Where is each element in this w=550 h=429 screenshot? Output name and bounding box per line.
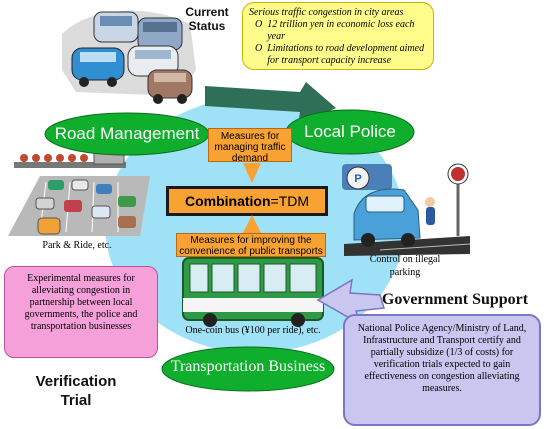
down-arrow: [243, 163, 261, 183]
status-bullet-text: Limitations to road development aimed fo…: [267, 43, 425, 66]
combination-box: Combination =TDM: [166, 186, 328, 216]
government-support-title: Government Support: [381, 291, 529, 308]
current-status-title-line2: Status: [188, 19, 226, 33]
up-arrow: [243, 215, 261, 233]
local-police-label: Local Police: [304, 122, 396, 141]
transportation-business-label: Transportation Business: [170, 358, 326, 375]
park-ride-caption: Park & Ride, etc.: [42, 240, 112, 251]
bus-caption: One-coin bus (¥100 per ride), etc.: [185, 325, 321, 336]
current-status-heading: Serious traffic congestion in city areas: [249, 7, 404, 18]
verification-title-line1: Verification: [35, 373, 117, 390]
verification-title-line2: Trial: [60, 392, 92, 409]
bus-illustration: [182, 257, 324, 327]
current-status-title: Current Status: [172, 5, 242, 33]
status-arrow: [205, 82, 336, 126]
current-status-box: Serious traffic congestion in city areas…: [242, 2, 434, 70]
transportation-business-oval: [161, 346, 335, 392]
bullet-symbol: O: [255, 43, 263, 54]
government-support-box: National Police Agency/Ministry of Land,…: [343, 314, 541, 426]
current-status-title-line1: Current: [185, 5, 229, 19]
illegal-parking-caption: Control on illegal parking: [369, 254, 441, 278]
status-bullet: O 12 trillion yen in economic loss each …: [249, 19, 427, 43]
verification-trial-title: Verification Trial: [16, 372, 136, 410]
combination-suffix: =TDM: [270, 193, 310, 209]
public-transport-measures-box: Measures for improving the convenience o…: [176, 233, 326, 257]
verification-trial-box: Experimental measures for alleviating co…: [4, 266, 158, 358]
traffic-jam-illustration: [62, 10, 196, 104]
road-management-label: Road Management: [54, 124, 200, 143]
bullet-symbol: O: [255, 19, 263, 30]
illegal-parking-illustration: P: [342, 163, 471, 256]
demand-management-box: Measures for managing traffic demand: [208, 128, 292, 164]
combination-prefix: Combination: [184, 193, 271, 209]
status-bullet: O Limitations to road development aimed …: [249, 43, 427, 67]
svg-text:P: P: [354, 173, 361, 185]
status-bullet-text: 12 trillion yen in economic loss each ye…: [267, 19, 415, 42]
